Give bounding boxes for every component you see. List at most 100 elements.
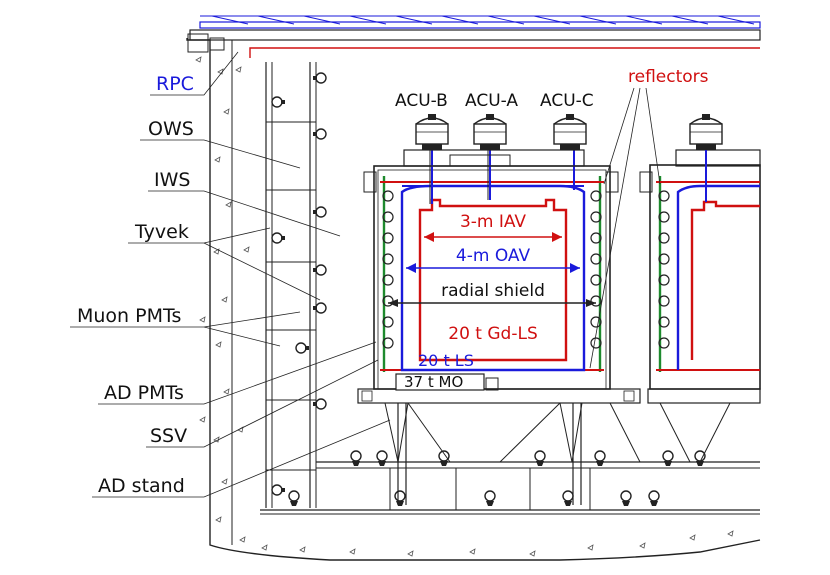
muon-pmts bbox=[271, 72, 327, 496]
acu-dome-icon bbox=[415, 114, 449, 150]
floor-pmt-icon bbox=[438, 450, 450, 466]
concrete-mark bbox=[215, 341, 222, 348]
radial-shield-label: radial shield bbox=[441, 281, 545, 301]
reflectors-label: reflectors bbox=[628, 67, 709, 87]
ad-pmt-icon bbox=[382, 232, 394, 244]
acu-c-label: ACU-C bbox=[540, 91, 594, 111]
muon-pmts-label: Muon PMTs bbox=[77, 305, 181, 327]
ad-pmt-icon bbox=[658, 232, 670, 244]
oav-label: 4-m OAV bbox=[456, 246, 531, 266]
ows-label: OWS bbox=[148, 118, 194, 140]
muon-pmt-icon bbox=[271, 96, 285, 108]
floor-pmt-icon bbox=[694, 450, 706, 466]
acu-units bbox=[415, 114, 723, 150]
concrete-mark bbox=[199, 316, 206, 323]
rpc-modules bbox=[199, 15, 761, 29]
rpc-segment bbox=[349, 15, 387, 25]
rpc-segment bbox=[441, 15, 479, 25]
ad-pmt-icon bbox=[590, 232, 602, 244]
muon-pmt-icon bbox=[313, 398, 327, 410]
ad-pmt-icon bbox=[590, 316, 602, 328]
ad-pmt-icon bbox=[658, 274, 670, 286]
floor-pmt-icon bbox=[662, 450, 674, 466]
rpc-segment bbox=[211, 15, 249, 25]
ad-pmt-icon bbox=[590, 253, 602, 265]
mo-label: 37 t MO bbox=[404, 373, 463, 391]
iav-label: 3-m IAV bbox=[460, 212, 526, 232]
ad-pmt-icon bbox=[658, 316, 670, 328]
ls-label: 20 t LS bbox=[418, 351, 474, 370]
muon-pmt-icon bbox=[271, 484, 285, 496]
floor-pmt-icon bbox=[648, 490, 660, 506]
ad-pmt-icon bbox=[658, 211, 670, 223]
floor-pmt-icon bbox=[394, 490, 406, 506]
muon-pmt-icon bbox=[313, 302, 327, 314]
concrete-mark bbox=[727, 530, 734, 537]
floor-pmt-icon bbox=[534, 450, 546, 466]
concrete-mark bbox=[221, 296, 228, 303]
ows-liner bbox=[249, 47, 760, 58]
ad-stand bbox=[357, 388, 641, 505]
ad-pmt-icon bbox=[658, 190, 670, 202]
iws-label: IWS bbox=[154, 169, 190, 191]
muon-pmt-icon bbox=[313, 264, 327, 276]
floor-pmt-icon bbox=[376, 450, 388, 466]
muon-pmt-icon bbox=[295, 342, 309, 354]
rpc-segment bbox=[717, 15, 755, 25]
floor-pmt-icon bbox=[620, 490, 632, 506]
muon-pmt-icon bbox=[271, 232, 285, 244]
concrete-mark bbox=[221, 478, 228, 485]
concrete-mark bbox=[349, 548, 356, 555]
acu-dome-icon bbox=[553, 114, 587, 150]
concrete-mark bbox=[469, 548, 476, 555]
ad-pmt-rings bbox=[382, 176, 602, 372]
pool-cover bbox=[187, 29, 761, 53]
muon-pmt-frame bbox=[265, 62, 317, 508]
concrete-mark bbox=[689, 534, 696, 541]
acu-a-label: ACU-A bbox=[465, 91, 518, 111]
floor-pmt-icon bbox=[562, 490, 574, 506]
ad-pmt-icon bbox=[382, 316, 394, 328]
ad-pmts-label: AD PMTs bbox=[104, 382, 184, 404]
floor-pmts bbox=[288, 450, 706, 506]
ssv-lid bbox=[403, 149, 585, 167]
label-leaders bbox=[70, 51, 391, 498]
rpc-segment bbox=[625, 15, 663, 25]
acu-tubes bbox=[429, 150, 575, 204]
dimension-arrows bbox=[388, 232, 596, 307]
concrete-mark bbox=[639, 542, 646, 549]
concrete-mark bbox=[223, 108, 230, 115]
pool-floor bbox=[260, 461, 760, 515]
concrete-mark bbox=[225, 201, 232, 208]
ad-pmt-icon bbox=[590, 337, 602, 349]
ad-pmt-icon bbox=[658, 295, 670, 307]
floor-pmt-icon bbox=[288, 490, 300, 506]
concrete-mark bbox=[261, 544, 268, 551]
tyvek-label: Tyvek bbox=[134, 221, 189, 243]
concrete-mark bbox=[214, 156, 221, 163]
concrete-mark bbox=[587, 544, 594, 551]
concrete-mark bbox=[199, 416, 206, 423]
acu-dome-icon bbox=[473, 114, 507, 150]
ad-pmt-icon bbox=[382, 274, 394, 286]
pool-concrete-outline bbox=[186, 38, 761, 561]
concrete-mark bbox=[213, 248, 220, 255]
second-ad bbox=[639, 149, 761, 463]
acu-dome-icon bbox=[689, 114, 723, 150]
concrete-mark bbox=[243, 246, 250, 253]
muon-pmt-icon bbox=[313, 206, 327, 218]
rpc-segment bbox=[671, 15, 709, 25]
ssv-label: SSV bbox=[150, 425, 187, 447]
concrete-mark bbox=[195, 56, 202, 63]
rpc-segment bbox=[395, 15, 433, 25]
ad-stand-label: AD stand bbox=[98, 475, 185, 497]
floor-pmt-icon bbox=[350, 450, 362, 466]
ad-pmt-icon bbox=[590, 274, 602, 286]
rpc-segment bbox=[533, 15, 571, 25]
ad-pmt-icon bbox=[590, 211, 602, 223]
concrete-mark bbox=[407, 550, 414, 557]
muon-pmt-icon bbox=[313, 128, 327, 140]
floor-pmt-icon bbox=[484, 490, 496, 506]
gdls-label: 20 t Gd-LS bbox=[448, 324, 537, 344]
